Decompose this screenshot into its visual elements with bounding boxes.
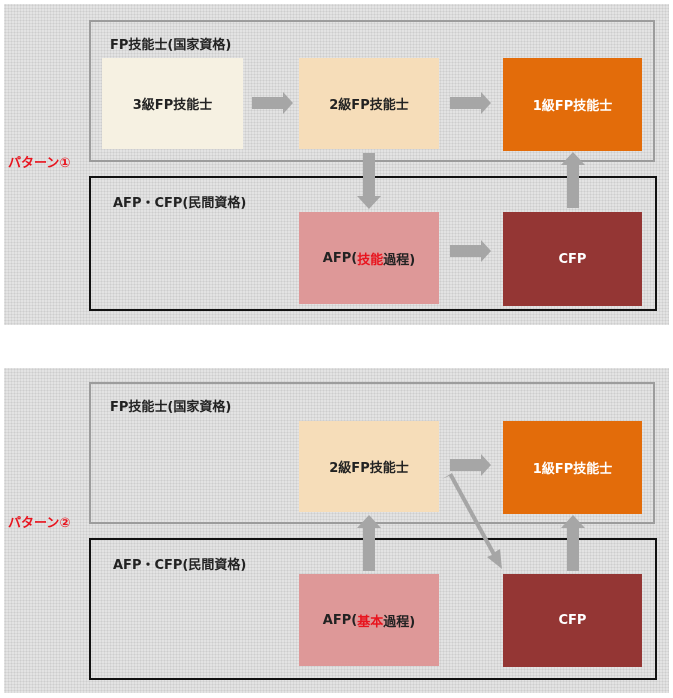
pattern2-national-label: FP技能士(国家資格) bbox=[110, 400, 232, 415]
pattern1-private-label: AFP・CFP(民間資格) bbox=[113, 196, 247, 211]
arrow-right-icon bbox=[252, 92, 293, 114]
pattern1-national-label: FP技能士(国家資格) bbox=[110, 38, 232, 53]
arrow-diagonal-icon bbox=[442, 473, 502, 569]
pattern1-title: パターン① bbox=[8, 156, 71, 171]
pattern2-afp-node: AFP(基本過程) bbox=[299, 574, 439, 666]
pattern2-cfp-node: CFP bbox=[503, 574, 642, 667]
pattern1-grade2-node: 2級FP技能士 bbox=[299, 58, 439, 149]
pattern2-grade2-node: 2級FP技能士 bbox=[299, 421, 439, 512]
pattern1-afp-node: AFP(技能過程) bbox=[299, 212, 439, 304]
arrow-right-icon bbox=[450, 240, 491, 262]
pattern2-grade1-node: 1級FP技能士 bbox=[503, 421, 642, 514]
arrow-up-icon bbox=[561, 152, 585, 208]
pattern1-panel bbox=[4, 4, 669, 325]
afp-suffix: 過程) bbox=[383, 614, 416, 630]
afp-suffix: 過程) bbox=[383, 252, 416, 268]
afp-prefix: AFP( bbox=[322, 250, 358, 266]
arrow-down-icon bbox=[357, 153, 381, 209]
afp-highlight: 基本 bbox=[357, 614, 384, 630]
arrow-right-icon bbox=[450, 454, 491, 476]
arrow-up-icon bbox=[561, 515, 585, 571]
arrow-up-icon bbox=[357, 515, 381, 571]
pattern1-grade3-node: 3級FP技能士 bbox=[102, 58, 243, 149]
pattern2-title: パターン② bbox=[8, 516, 71, 531]
afp-highlight: 技能 bbox=[357, 252, 384, 268]
afp-prefix: AFP( bbox=[322, 612, 358, 628]
pattern1-cfp-node: CFP bbox=[503, 212, 642, 306]
arrow-right-icon bbox=[450, 92, 491, 114]
pattern1-grade1-node: 1級FP技能士 bbox=[503, 58, 642, 151]
pattern2-private-label: AFP・CFP(民間資格) bbox=[113, 558, 247, 573]
